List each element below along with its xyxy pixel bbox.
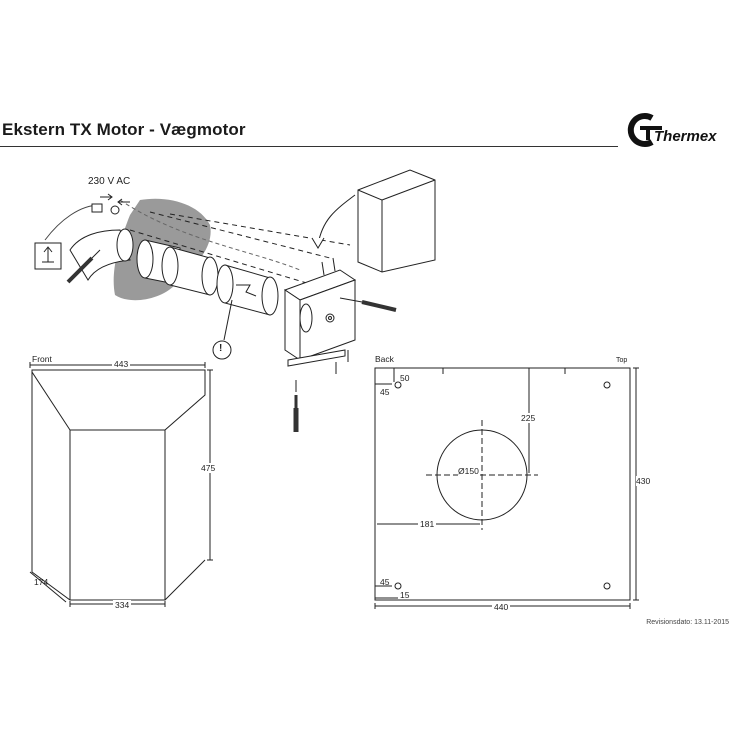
- front-depth-dimension: 174: [34, 577, 49, 587]
- thermex-logo: [627, 113, 662, 147]
- page-title: Ekstern TX Motor - Vægmotor: [2, 120, 246, 139]
- back-offset-y-bottom-dimension: 45: [380, 577, 390, 587]
- front-view-label: Front: [32, 354, 52, 364]
- assembly-illustration: [34, 169, 436, 432]
- front-bottom-width-dimension: 334: [113, 600, 132, 610]
- top-label: Top: [616, 357, 628, 364]
- back-width-dimension: 440: [492, 602, 511, 612]
- voltage-label: 230 V AC: [88, 176, 131, 187]
- back-center-v-dimension: 225: [521, 413, 536, 423]
- back-height-dimension: 430: [636, 476, 651, 486]
- brand-name: Thermex: [654, 128, 717, 145]
- back-offset-x-dimension: 50: [400, 373, 410, 383]
- front-height-dimension: 475: [201, 463, 216, 473]
- back-view-label: Back: [375, 354, 394, 364]
- back-diameter-dimension: Ø150: [458, 466, 479, 476]
- warning-icon: !: [219, 343, 223, 354]
- revision-date: Revisionsdato: 13.11-2015: [646, 619, 729, 626]
- back-offset-y-top-dimension: 45: [380, 387, 390, 397]
- front-width-dimension: 443: [112, 359, 131, 369]
- title-divider: [0, 146, 618, 147]
- back-center-h-dimension: 181: [418, 519, 437, 529]
- back-hole-offset-dimension: 15: [400, 590, 410, 600]
